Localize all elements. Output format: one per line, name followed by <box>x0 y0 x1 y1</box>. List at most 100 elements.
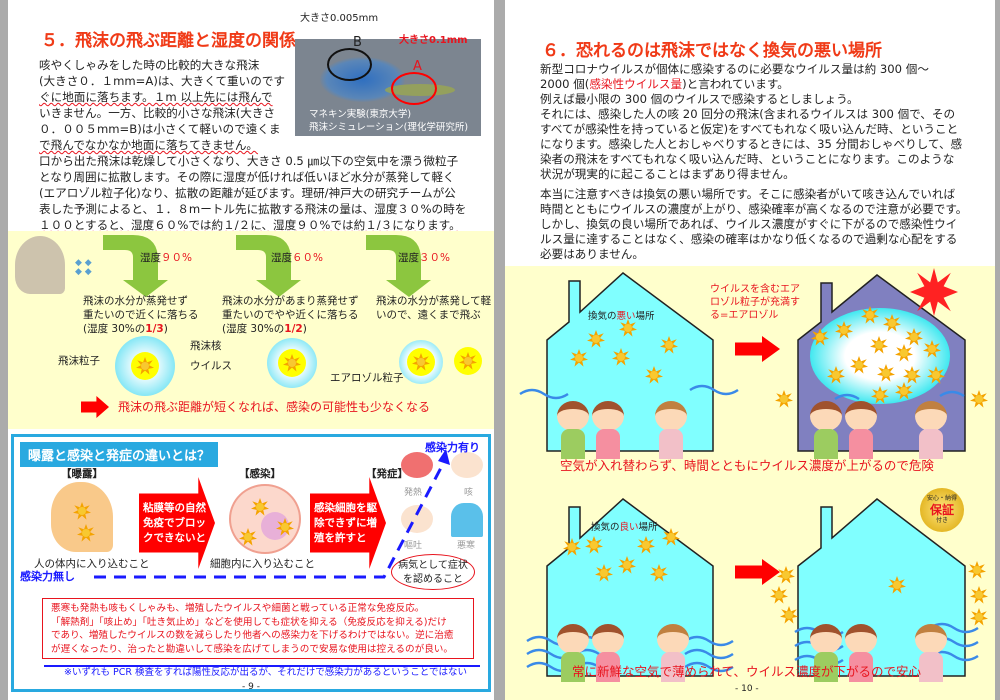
humidity-60: 湿度６０% <box>271 252 323 264</box>
humidity-60-desc: 飛沫の水分があまり蒸発せず重たいのでやや近くに落ちる (湿度 30%の1/2) <box>222 295 359 335</box>
onset-label: 【発症】 <box>366 468 408 480</box>
humidity-30-desc: 飛沫の水分が蒸発して軽いので、遠くまで飛ぶ <box>376 295 492 321</box>
label-b: B <box>353 35 362 50</box>
para-line: 咳やくしゃみをした時の比較的大きな飛沫 <box>39 58 260 72</box>
no-infectivity-label: 感染力無し <box>20 570 75 583</box>
para-line: 新型コロナウイルスが個体に感染するのに必要なウイルス量は約 300 個～ <box>540 62 929 76</box>
vomit-icon <box>401 505 433 533</box>
coughing-woman-icon <box>655 624 691 682</box>
good-ventilation-label: 換気の良い場所 <box>591 522 658 533</box>
bad-ventilation-caption: 空気が入れ替わらず、時間とともにウイルス濃度が上がるので危険 <box>560 458 934 473</box>
para-line: ０．００５mm=B)は小さくて軽いので遠くま <box>39 122 281 136</box>
para-line: (大きさ０．１mm=A)は、大きくて重いのです <box>39 74 286 88</box>
cell-icon <box>229 484 301 554</box>
ventilation-panel: 安心・納得 保証 付き 換気の悪い場所 ウイルスを含むエアロゾル粒子が充満する=… <box>505 266 995 700</box>
symptom-fever: 発熱 <box>404 488 423 498</box>
section-6-title: ６．恐れるのは飛沫ではなく換気の悪い場所 <box>542 41 882 61</box>
para-line: 表した予測によると、１．８mートル先に拡散する飛沫の量は、湿度３０%の時を <box>39 202 467 216</box>
para-line: 状況が現実的に起こることはまずあり得ません。 <box>540 167 795 181</box>
green-arrow-icon <box>236 235 301 297</box>
para-line: になります。感染した人とおしゃべりするときには、35 分間おしゃべりして、感 <box>540 137 963 151</box>
page-9: ５．飛沫の飛ぶ距離と湿度の関係 マネキン実験(東京大学) 飛沫シミュレーション(… <box>8 0 494 700</box>
has-infectivity-label: 感染力有り <box>425 441 480 454</box>
para-line: １００とすると、湿度６０%では約１/２に、湿度９０%では約１/３になります。 <box>39 218 461 232</box>
girl-icon <box>590 401 626 459</box>
para-line: で飛んでなかなか地面に落ちてきません。 <box>39 138 259 152</box>
para-line: ルス量に達することはなく、感染の確率はかなり低くなるので過剰な心配をする <box>540 232 958 246</box>
exposure-infection-onset-box: 曝露と感染と発症の違いとは？ 【曝露】 人の体内に入り込むこと 粘膜等の自然免疫… <box>11 434 491 692</box>
humidity-conclusion: 飛沫の飛ぶ距離が短くなれば、感染の可能性も少なくなる <box>118 400 431 414</box>
exposure-label: 【曝露】 <box>61 468 103 480</box>
para-line: 口から出た飛沫は乾燥して小さくなり、大きさ 0.5 ㎛以下の空気中を漂う微粒子 <box>39 154 459 168</box>
section-5-title: ５．飛沫の飛ぶ距離と湿度の関係 <box>41 31 296 51</box>
para-line: しかし、換気の良い場所であれば、ウイルス濃度がすぐに下がるので感染性ウイ <box>540 217 958 231</box>
para-line: それには、感染した人の咳 20 回分の飛沫(含まれるウイルスは 300 個で、そ… <box>540 107 956 121</box>
page-number-10: - 10 - <box>735 684 759 694</box>
infectivity-line <box>94 449 450 579</box>
chills-icon <box>451 503 483 537</box>
label-a-size: 大きさ0.1mm <box>399 35 468 46</box>
boy-icon <box>555 401 591 459</box>
label-droplet-nucleus: 飛沫核 <box>190 340 222 352</box>
virus-icon <box>459 352 477 370</box>
para-line: 必要はありません。 <box>540 247 644 261</box>
immune-note-box: 悪寒も発熱も咳もくしゃみも、増殖したウイルスや細菌と戦っている正常な免疫反応。「… <box>42 598 474 659</box>
droplet-simulation-photo: マネキン実験(東京大学) 飛沫シミュレーション(理化学研究所) <box>295 39 481 136</box>
green-arrow-icon <box>103 235 168 297</box>
para-line: 例えば最小限の 300 個のウイルスで感染するとしましょう。 <box>540 92 859 106</box>
page-10: ６．恐れるのは飛沫ではなく換気の悪い場所 新型コロナウイルスが個体に感染するのに… <box>505 0 995 700</box>
para-line: となり周囲に拡散します。その際に湿度が低ければ低いほど水分が蒸発して軽く <box>39 170 455 184</box>
girl-icon <box>843 401 879 459</box>
droplet-particle-medium <box>267 338 317 388</box>
para-line: (エアロゾル粒子化)なり、拡散の距離が延びます。理研/神戸大の研究チームが公 <box>39 186 456 200</box>
fever-icon <box>401 452 433 478</box>
coughing-woman-icon <box>653 401 689 459</box>
double-arrow-line <box>44 665 480 667</box>
droplet-particle-large <box>115 336 175 396</box>
label-b-size: 大きさ0.005mm <box>300 13 379 24</box>
bad-ventilation-label: 換気の悪い場所 <box>588 311 655 322</box>
person-head-icon <box>15 236 65 294</box>
boy-icon <box>555 624 591 682</box>
infection-label: 【感染】 <box>239 468 281 480</box>
head-profile-icon <box>51 482 113 552</box>
coughing-woman-icon <box>913 624 949 682</box>
symptom-vomit: 嘔吐 <box>404 541 423 551</box>
girl-icon <box>843 624 879 682</box>
para-line: ぐに地面に落ちます。１m 以上先には飛んで <box>39 90 273 104</box>
humidity-30: 湿度３０% <box>398 252 450 264</box>
para-line: 2000 個(感染性ウイルス量)と言われています。 <box>540 77 789 91</box>
exposure-desc: 人の体内に入り込むこと <box>34 558 150 570</box>
symptom-cough: 咳 <box>464 488 474 498</box>
green-arrow-icon <box>366 235 431 297</box>
droplet-nucleus <box>454 347 482 375</box>
coughing-woman-icon <box>913 401 949 459</box>
humidity-90-desc: 飛沫の水分が蒸発せず重たいので近くに落ちる (湿度 30%の1/3) <box>83 295 199 335</box>
aerosol-note: ウイルスを含むエアロゾル粒子が充満する=エアロゾル <box>710 284 800 321</box>
good-ventilation-caption: 常に新鮮な空気で薄められて、ウイルス濃度が下がるので安心 <box>572 664 922 679</box>
page-number-9: - 9 - <box>242 682 260 692</box>
red-arrow-icon <box>81 396 109 418</box>
para-line: いきません。一方、比較的小さな飛沫(大きさ <box>39 106 276 120</box>
para-line: 時間とともにウイルスの濃度が上がり、感染確率が高くなるので注意が必要です。 <box>540 202 968 216</box>
guarantee-badge-icon: 安心・納得 保証 付き <box>920 488 964 532</box>
para-line: 染者の飛沫をすべてもれなく吸い込んだ時、ということになります。このような <box>540 152 955 166</box>
label-aerosol-particle: エアロゾル粒子 <box>330 372 404 384</box>
para-line: すべてが感染性を持っていると仮定)をすべてもれなく吸い込んだ時、ということ <box>540 122 959 136</box>
pcr-note: ※いずれも PCR 検査をすれば陽性反応が出るが、それだけで感染力があるというこ… <box>64 667 467 678</box>
cough-icon <box>451 452 483 478</box>
droplets-icon: ◆ ◆◆ ◆ <box>75 258 92 277</box>
symptom-chills: 悪寒 <box>457 541 476 551</box>
aerosol-particle <box>399 340 443 384</box>
label-a: A <box>413 59 422 74</box>
girl-icon <box>590 624 626 682</box>
boy-icon <box>808 624 844 682</box>
label-virus: ウイルス <box>190 360 232 372</box>
box-title: 曝露と感染と発症の違いとは？ <box>20 442 219 467</box>
boy-icon <box>808 401 844 459</box>
photo-caption-1: マネキン実験(東京大学) <box>309 109 412 120</box>
humidity-panel: ◆ ◆◆ ◆ 湿度９０% 湿度６０% 湿度３０% 飛沫の水分が蒸発せず重たいので… <box>8 231 494 429</box>
label-droplet-particle: 飛沫粒子 <box>58 355 100 367</box>
onset-desc-bubble: 病気として症状を認めること <box>391 554 475 590</box>
humidity-90: 湿度９０% <box>140 252 192 264</box>
